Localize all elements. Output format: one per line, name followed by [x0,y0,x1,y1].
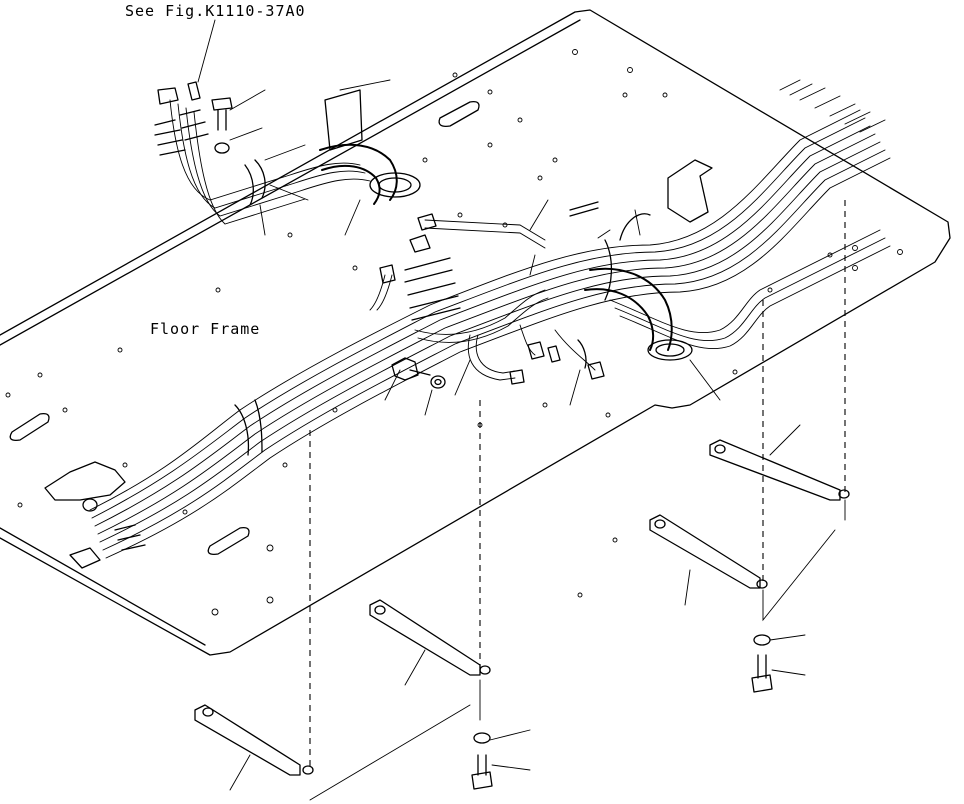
hose-bundle [89,79,891,559]
floor-frame-label: Floor Frame [150,320,260,338]
see-fig-label: See Fig.K1110-37A0 [125,2,306,20]
center-fittings [69,81,693,569]
plate-holes [5,49,903,616]
mounting-brackets [194,200,850,801]
floor-frame-plate [0,9,951,656]
left-hose-group [154,87,421,225]
leader-lines [197,19,806,791]
